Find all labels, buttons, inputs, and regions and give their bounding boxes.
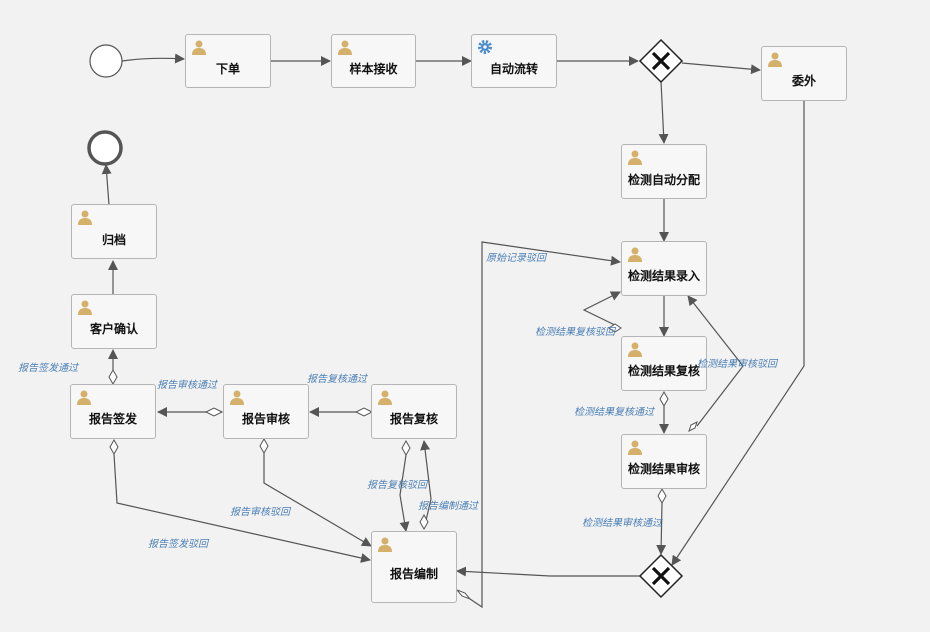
condition-diamond [204,407,224,417]
task-bianzhi[interactable]: 报告编制 [371,531,457,603]
flow-label: 报告审核驳回 [230,507,290,518]
gear-icon [478,40,492,54]
task-label: 检测结果复核 [627,364,700,378]
task-xiadan[interactable]: 下单 [185,34,271,88]
edge [456,566,640,577]
user-icon [628,247,642,262]
user-icon [628,150,642,165]
task-label: 报告复核 [389,412,438,426]
user-icon [77,390,91,405]
task-shenhe[interactable]: 检测结果审核 [621,434,707,489]
exclusive-gateway [638,553,684,599]
task-label: 下单 [215,62,240,76]
task-label: 样本接收 [349,62,398,76]
condition-diamond [108,368,118,386]
edge [121,53,185,64]
edge [582,291,622,329]
user-icon [338,40,352,55]
edge [658,80,669,144]
user-icon [768,52,782,67]
edge [671,101,805,566]
flow-label: 报告复核通过 [307,374,367,385]
task-kehu[interactable]: 客户确认 [71,294,157,349]
flow-label: 检测结果审核驳回 [697,359,777,370]
flow-label: 报告签发驳回 [148,539,208,550]
task-label: 检测结果审核 [627,462,700,476]
condition-diamond [455,588,472,601]
user-icon [378,537,392,552]
flow-label: 报告签发通过 [18,363,78,374]
start-event [89,44,123,78]
task-label: 报告编制 [389,567,438,581]
task-zidong[interactable]: 自动流转 [471,34,557,88]
user-icon [378,390,392,405]
user-icon [192,40,206,55]
condition-diamond [659,390,669,408]
task-bgfuhe[interactable]: 报告复核 [371,384,457,439]
task-fenpei[interactable]: 检测自动分配 [621,144,707,199]
end-event [87,130,123,166]
task-weiwai[interactable]: 委外 [761,46,847,101]
user-icon [78,210,92,225]
task-label: 归档 [101,233,126,247]
user-icon [628,440,642,455]
task-guidang[interactable]: 归档 [71,204,157,259]
edge [101,164,112,206]
edge [687,295,744,427]
edge [113,453,371,563]
task-label: 报告审核 [241,412,290,426]
exclusive-gateway [638,38,684,84]
flow-label: 报告审核通过 [157,380,217,391]
condition-diamond [401,439,411,457]
flow-label: 原始记录驳回 [486,253,546,264]
condition-diamond [419,513,429,531]
task-label: 检测自动分配 [627,173,700,187]
user-icon [628,342,642,357]
flow-label: 检测结果复核通过 [574,407,654,418]
condition-diamond [259,437,269,455]
edge [263,453,372,547]
task-yangben[interactable]: 样本接收 [331,34,416,88]
task-luru[interactable]: 检测结果录入 [621,241,707,296]
task-label: 报告签发 [88,412,137,426]
task-label: 委外 [791,74,816,88]
user-icon [230,390,244,405]
task-label: 自动流转 [489,62,538,76]
flow-label: 检测结果复核驳回 [535,327,615,338]
flow-label: 报告复核驳回 [367,480,427,491]
condition-diamond [354,407,374,417]
condition-diamond [608,323,622,333]
task-label: 检测结果录入 [627,269,700,283]
edge [656,502,667,555]
flow-label: 报告编制通过 [418,501,478,512]
edge [469,241,621,609]
edge [681,62,761,75]
task-label: 客户确认 [89,322,138,336]
flow-label: 检测结果审核通过 [582,518,662,529]
task-bgshenhe[interactable]: 报告审核 [223,384,309,439]
condition-diamond [657,487,667,505]
condition-diamond [109,438,119,456]
condition-diamond [688,421,698,432]
edge [399,454,410,532]
task-qianfa[interactable]: 报告签发 [70,384,156,439]
task-fuhe[interactable]: 检测结果复核 [621,336,707,391]
user-icon [78,300,92,315]
